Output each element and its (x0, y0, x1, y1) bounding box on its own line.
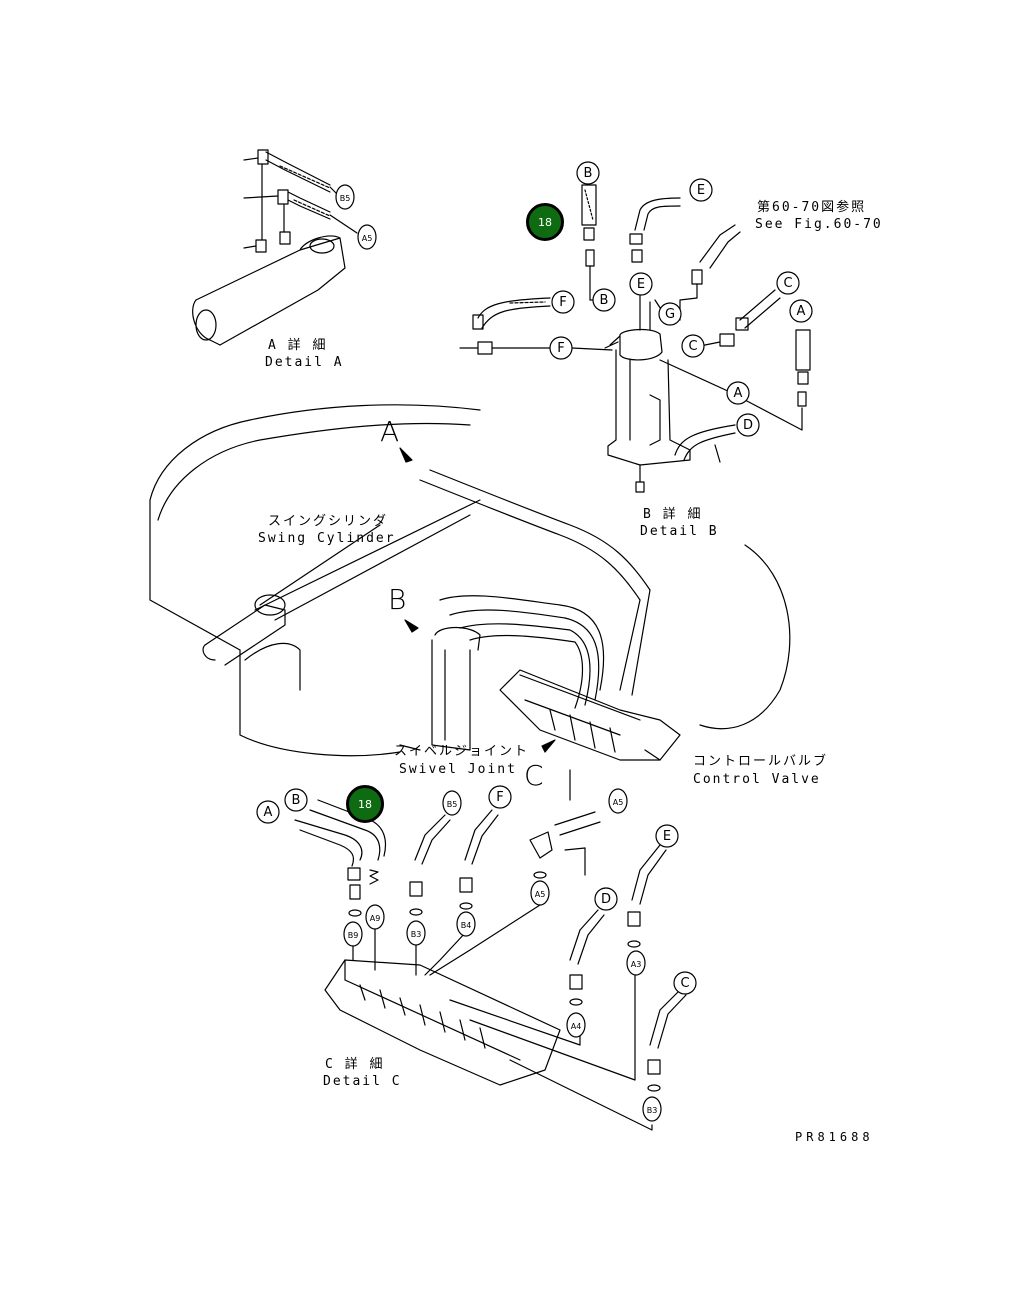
port-label-text: A3 (631, 960, 642, 969)
port-label-text: A5 (362, 234, 373, 243)
port-label-text: A5 (613, 798, 624, 807)
port-label-text: G (665, 307, 675, 322)
port-label-text: A (264, 805, 273, 820)
view-marker-b: B (388, 583, 407, 616)
view-marker-a: A (380, 415, 400, 448)
port-label-text: A (797, 304, 806, 319)
port-label-detail-b-f: F (551, 290, 575, 314)
detail-a-title-en: Detail A (265, 355, 344, 370)
detail-b-drawing (459, 184, 811, 493)
port-label-detail-c-b5: B5 (442, 790, 462, 816)
port-label-detail-c-c: C (673, 971, 697, 995)
port-label-detail-c-a5: A5 (530, 880, 550, 906)
port-label-detail-a-b5: B5 (335, 184, 355, 210)
detail-b-title-en: Detail B (640, 524, 719, 539)
port-label-detail-b-e: E (689, 178, 713, 202)
view-marker-c: C (524, 759, 544, 792)
port-label-text: B5 (447, 800, 458, 809)
port-label-text: E (697, 183, 705, 198)
port-label-detail-a-a5: A5 (357, 224, 377, 250)
port-label-detail-c-b3: B3 (406, 920, 426, 946)
port-label-text: C (680, 976, 689, 991)
port-label-detail-b-d: D (736, 413, 760, 437)
port-label-text: C (783, 276, 792, 291)
port-label-detail-c-e: E (655, 824, 679, 848)
detail-b-title-jp: B 詳 細 (643, 507, 703, 522)
port-label-text: A4 (571, 1022, 582, 1031)
port-label-detail-b-g: G (658, 302, 682, 326)
detail-a-title-jp: A 詳 細 (268, 338, 328, 353)
port-label-text: F (557, 341, 564, 356)
port-label-detail-b-f: F (549, 336, 573, 360)
port-label-detail-b-b: B (592, 288, 616, 312)
port-label-text: B (584, 166, 593, 181)
port-label-text: E (637, 277, 645, 292)
port-label-text: B5 (340, 194, 351, 203)
port-label-text: A5 (535, 890, 546, 899)
reference-note-jp: 第60-70図参照 (757, 200, 867, 215)
port-label-detail-b-b: B (576, 161, 600, 185)
detail-c-title-jp: C 詳 細 (325, 1057, 385, 1072)
port-label-text: A9 (370, 914, 381, 923)
main-assembly-drawing (149, 404, 791, 801)
port-label-detail-b-a: A (789, 299, 813, 323)
port-label-detail-c-a5: A5 (608, 788, 628, 814)
callout-18-detail-c[interactable]: 18 (346, 785, 384, 823)
reference-note-en: See Fig.60-70 (755, 217, 883, 232)
port-label-detail-c-a9: A9 (365, 904, 385, 930)
port-label-text: F (559, 295, 566, 310)
port-label-text: B3 (411, 930, 422, 939)
port-label-detail-b-c: C (776, 271, 800, 295)
port-label-detail-b-a: A (726, 381, 750, 405)
port-label-text: D (743, 418, 753, 433)
port-label-detail-c-f: F (488, 785, 512, 809)
port-label-detail-c-b4: B4 (456, 911, 476, 937)
swivel-joint-label-jp: スイベルジョイント (394, 744, 530, 759)
port-label-text: B (292, 793, 301, 808)
control-valve-label-jp: コントロールバルブ (693, 754, 829, 769)
port-label-detail-c-b9: B9 (343, 921, 363, 947)
swing-cylinder-label-en: Swing Cylinder (258, 531, 396, 546)
port-label-detail-c-b: B (284, 788, 308, 812)
port-label-detail-c-b3: B3 (642, 1096, 662, 1122)
port-label-detail-b-e: E (629, 272, 653, 296)
port-label-detail-c-a4: A4 (566, 1012, 586, 1038)
drawing-number: PR81688 (795, 1130, 874, 1144)
port-label-text: D (601, 892, 611, 907)
port-label-text: B4 (461, 921, 472, 930)
detail-a-drawing (192, 149, 358, 346)
swivel-joint-label-en: Swivel Joint (399, 762, 517, 777)
port-label-text: B (600, 293, 609, 308)
callout-18-detail-b[interactable]: 18 (526, 203, 564, 241)
detail-c-title-en: Detail C (323, 1074, 402, 1089)
port-label-text: A (734, 386, 743, 401)
port-label-text: C (688, 339, 697, 354)
port-label-detail-c-a: A (256, 800, 280, 824)
swing-cylinder-label-jp: スイングシリンダ (268, 514, 389, 529)
port-label-detail-b-c: C (681, 334, 705, 358)
control-valve-label-en: Control Valve (693, 772, 821, 787)
port-label-detail-c-a3: A3 (626, 950, 646, 976)
port-label-text: F (496, 790, 503, 805)
port-label-detail-c-d: D (594, 887, 618, 911)
port-label-text: E (663, 829, 671, 844)
port-label-text: B3 (647, 1106, 658, 1115)
port-label-text: B9 (348, 931, 359, 940)
